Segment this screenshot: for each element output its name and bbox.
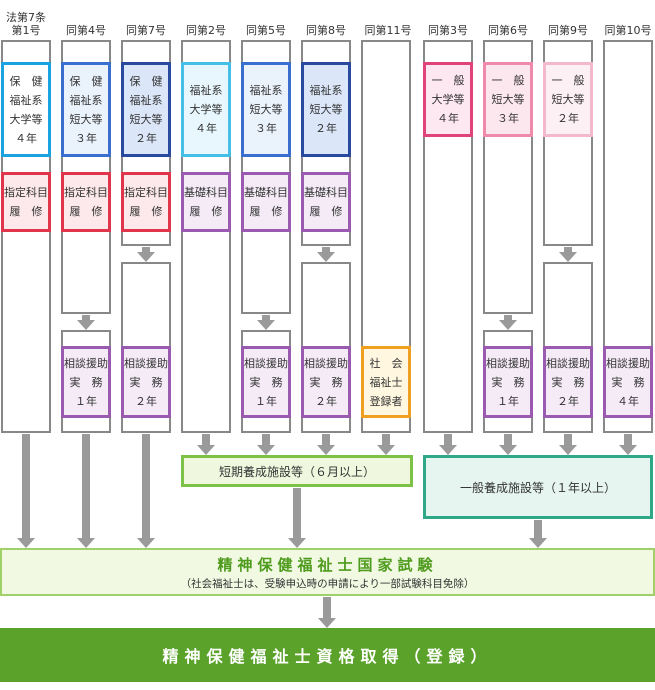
arrow-to-general-facility xyxy=(559,434,577,455)
arrow-to-exam xyxy=(288,488,306,548)
short-term-training-facility: 短期養成施設等（６月以上） xyxy=(181,455,413,487)
school-box-welfare-junior-college-3y: 福祉系 短大等 ３年 xyxy=(241,62,291,157)
school-box-general-junior-college-3y: 一 般 短大等 ３年 xyxy=(483,62,533,137)
arrow-to-short-facility xyxy=(377,434,395,455)
practice-box-1y-col9: 相談援助 実 務 １年 xyxy=(483,346,533,418)
column-header-6: 同第8号 xyxy=(306,24,346,37)
practice-box-2y-col6: 相談援助 実 務 ２年 xyxy=(301,346,351,418)
arrow-to-short-facility xyxy=(317,434,335,455)
column-header-7: 同第11号 xyxy=(364,24,412,37)
arrow-to-general-facility xyxy=(439,434,457,455)
school-box-health-welfare-university-4y: 保 健 福祉系 大学等 ４年 xyxy=(1,62,51,157)
course-box-designated-3: 指定科目 履 修 xyxy=(121,172,171,232)
arrow-connector xyxy=(257,315,275,330)
arrow-to-exam xyxy=(529,520,547,548)
arrow-to-registration xyxy=(318,597,336,628)
arrow-connector xyxy=(499,315,517,330)
arrow-to-short-facility xyxy=(197,434,215,455)
column-header-9: 同第6号 xyxy=(488,24,528,37)
arrow-to-exam xyxy=(137,434,155,548)
school-box-general-junior-college-2y: 一 般 短大等 ２年 xyxy=(543,62,593,137)
arrow-to-exam xyxy=(17,434,35,548)
national-exam-note: （社会福祉士は、受験申込時の申請により一部試験科目免除） xyxy=(180,578,475,590)
general-training-facility: 一般養成施設等（１年以上） xyxy=(423,455,653,519)
course-box-basic-3: 基礎科目 履 修 xyxy=(301,172,351,232)
arrow-connector xyxy=(559,247,577,262)
arrow-connector xyxy=(77,315,95,330)
arrow-to-exam xyxy=(77,434,95,548)
column-header-10: 同第9号 xyxy=(548,24,588,37)
arrow-to-short-facility xyxy=(257,434,275,455)
qualification-registration-bar: 精神保健福祉士資格取得（登録） xyxy=(0,628,655,682)
column-header-1: 法第7条 第1号 xyxy=(6,11,46,37)
national-exam-title: 精神保健福祉士国家試験 xyxy=(217,556,438,574)
school-box-health-welfare-junior-college-3y: 保 健 福祉系 短大等 ３年 xyxy=(61,62,111,157)
arrow-connector xyxy=(317,247,335,262)
arrow-to-general-facility xyxy=(499,434,517,455)
course-box-basic-1: 基礎科目 履 修 xyxy=(181,172,231,232)
column-header-4: 同第2号 xyxy=(186,24,226,37)
arrow-to-general-facility xyxy=(619,434,637,455)
school-box-welfare-junior-college-2y: 福祉系 短大等 ２年 xyxy=(301,62,351,157)
national-exam-box: 精神保健福祉士国家試験 （社会福祉士は、受験申込時の申請により一部試験科目免除） xyxy=(0,548,655,596)
practice-box-2y-col3: 相談援助 実 務 ２年 xyxy=(121,346,171,418)
school-box-general-university-4y: 一 般 大学等 ４年 xyxy=(423,62,473,137)
column-header-11: 同第10号 xyxy=(604,24,652,37)
practice-box-4y-col11: 相談援助 実 務 ４年 xyxy=(603,346,653,418)
column-header-3: 同第7号 xyxy=(126,24,166,37)
practice-box-1y-col5: 相談援助 実 務 １年 xyxy=(241,346,291,418)
practice-box-1y-col2: 相談援助 実 務 １年 xyxy=(61,346,111,418)
course-box-designated-2: 指定科目 履 修 xyxy=(61,172,111,232)
course-box-designated-1: 指定科目 履 修 xyxy=(1,172,51,232)
social-worker-registrant-box: 社 会 福祉士 登録者 xyxy=(361,346,411,418)
school-box-welfare-university-4y: 福祉系 大学等 ４年 xyxy=(181,62,231,157)
practice-box-2y-col10: 相談援助 実 務 ２年 xyxy=(543,346,593,418)
school-box-health-welfare-junior-college-2y: 保 健 福祉系 短大等 ２年 xyxy=(121,62,171,157)
arrow-connector xyxy=(137,247,155,262)
column-header-2: 同第4号 xyxy=(66,24,106,37)
course-box-basic-2: 基礎科目 履 修 xyxy=(241,172,291,232)
column-header-8: 同第3号 xyxy=(428,24,468,37)
column-header-5: 同第5号 xyxy=(246,24,286,37)
